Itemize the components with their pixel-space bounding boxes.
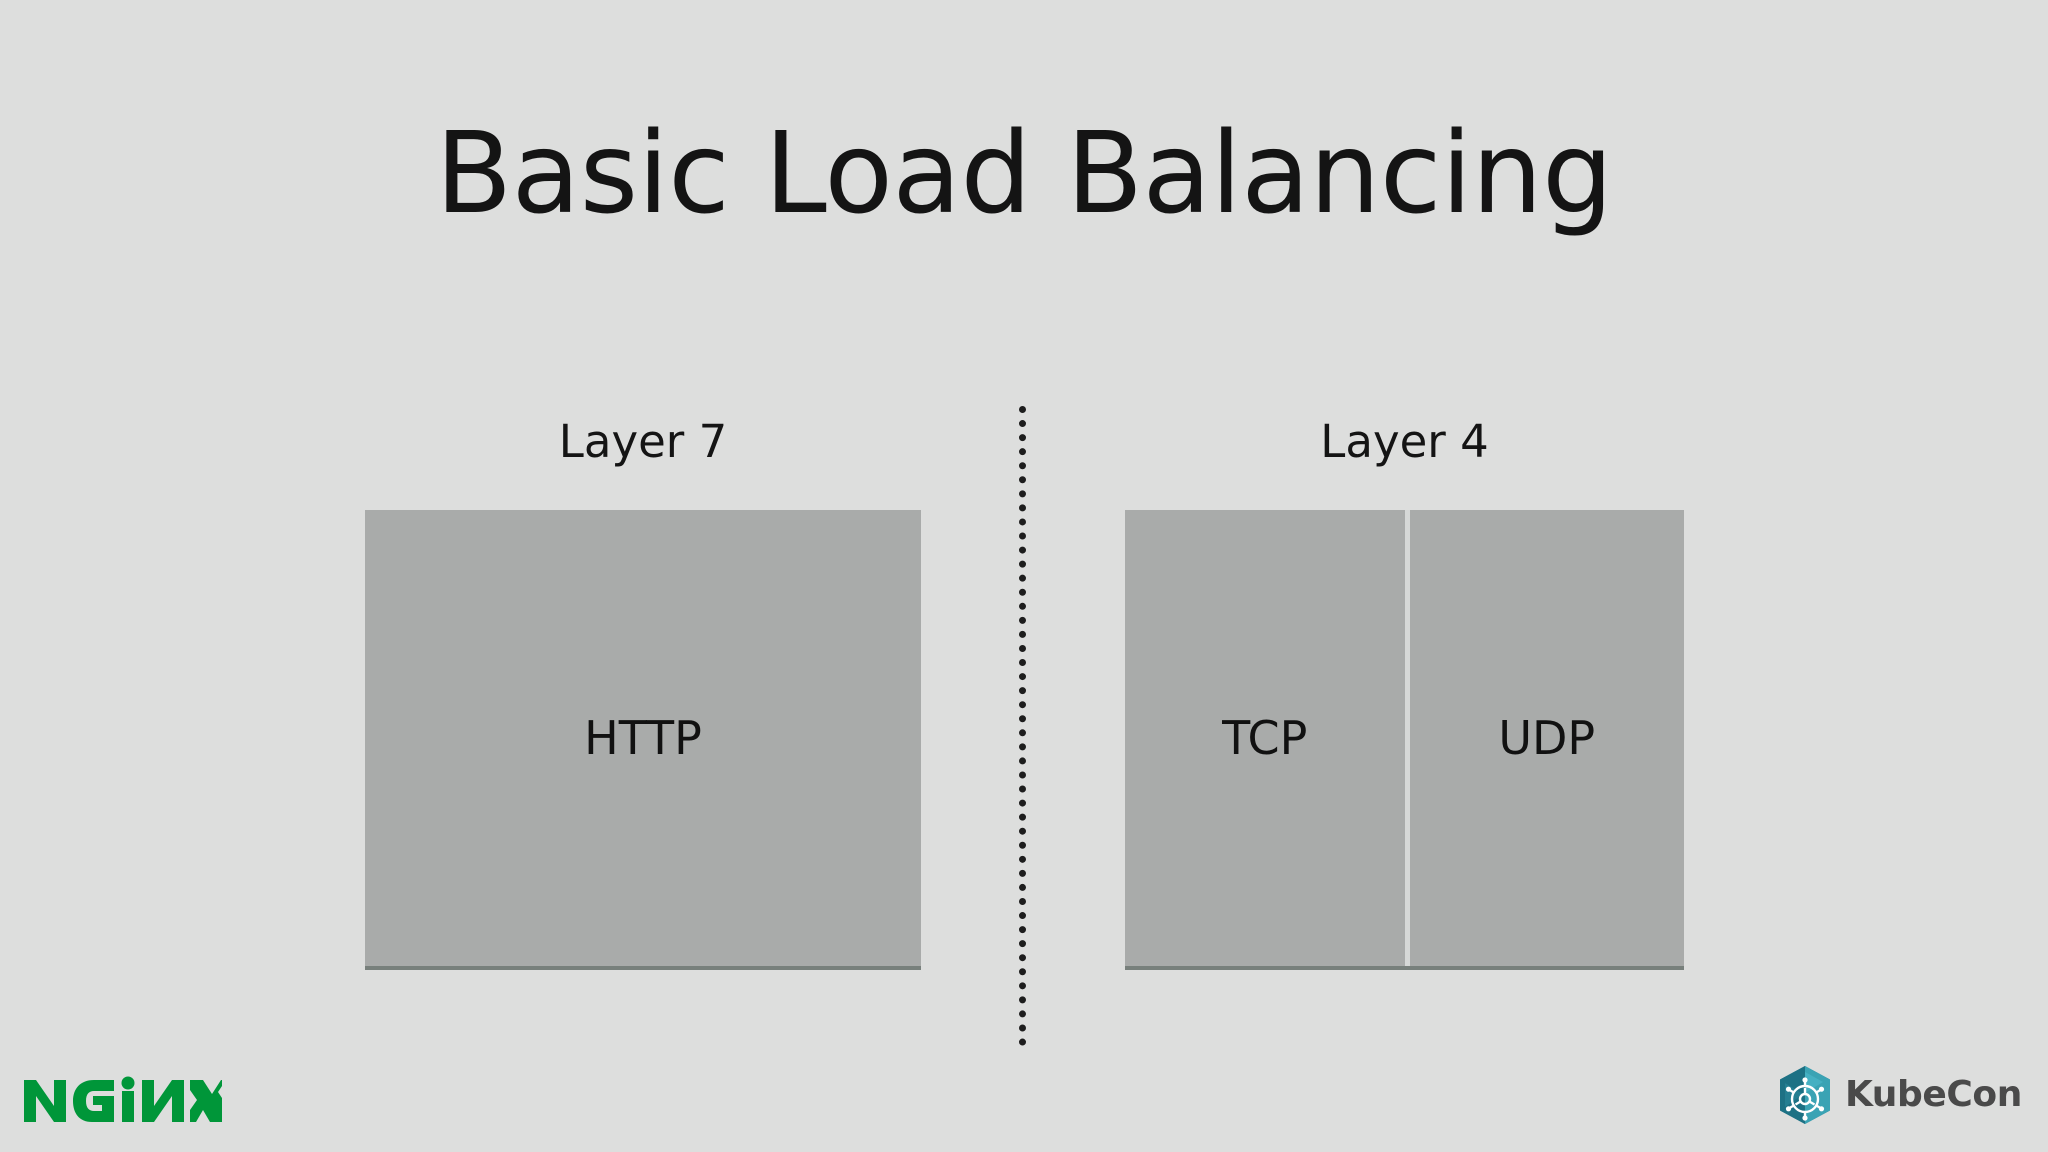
nginx-logo bbox=[22, 1072, 222, 1124]
kubecon-wordmark: KubeCon bbox=[1844, 1074, 2022, 1115]
page-title: Basic Load Balancing bbox=[435, 109, 1613, 239]
protocol-cell-udp: UDP bbox=[1404, 510, 1685, 966]
protocol-label-udp: UDP bbox=[1498, 711, 1596, 765]
protocol-label-tcp: TCP bbox=[1222, 711, 1308, 765]
protocol-box-layer7: HTTP bbox=[365, 510, 921, 970]
vertical-dotted-divider bbox=[1019, 406, 1026, 1046]
kubernetes-helm-icon bbox=[1779, 1066, 1830, 1124]
protocol-label-http: HTTP bbox=[584, 711, 702, 765]
protocol-box-layer4: TCP UDP bbox=[1125, 510, 1684, 970]
column-label-layer4: Layer 4 bbox=[1320, 415, 1489, 468]
kubecon-logo: KubeCon bbox=[1773, 1062, 2022, 1128]
column-label-layer7: Layer 7 bbox=[558, 415, 728, 468]
protocol-cell-tcp: TCP bbox=[1125, 510, 1405, 966]
